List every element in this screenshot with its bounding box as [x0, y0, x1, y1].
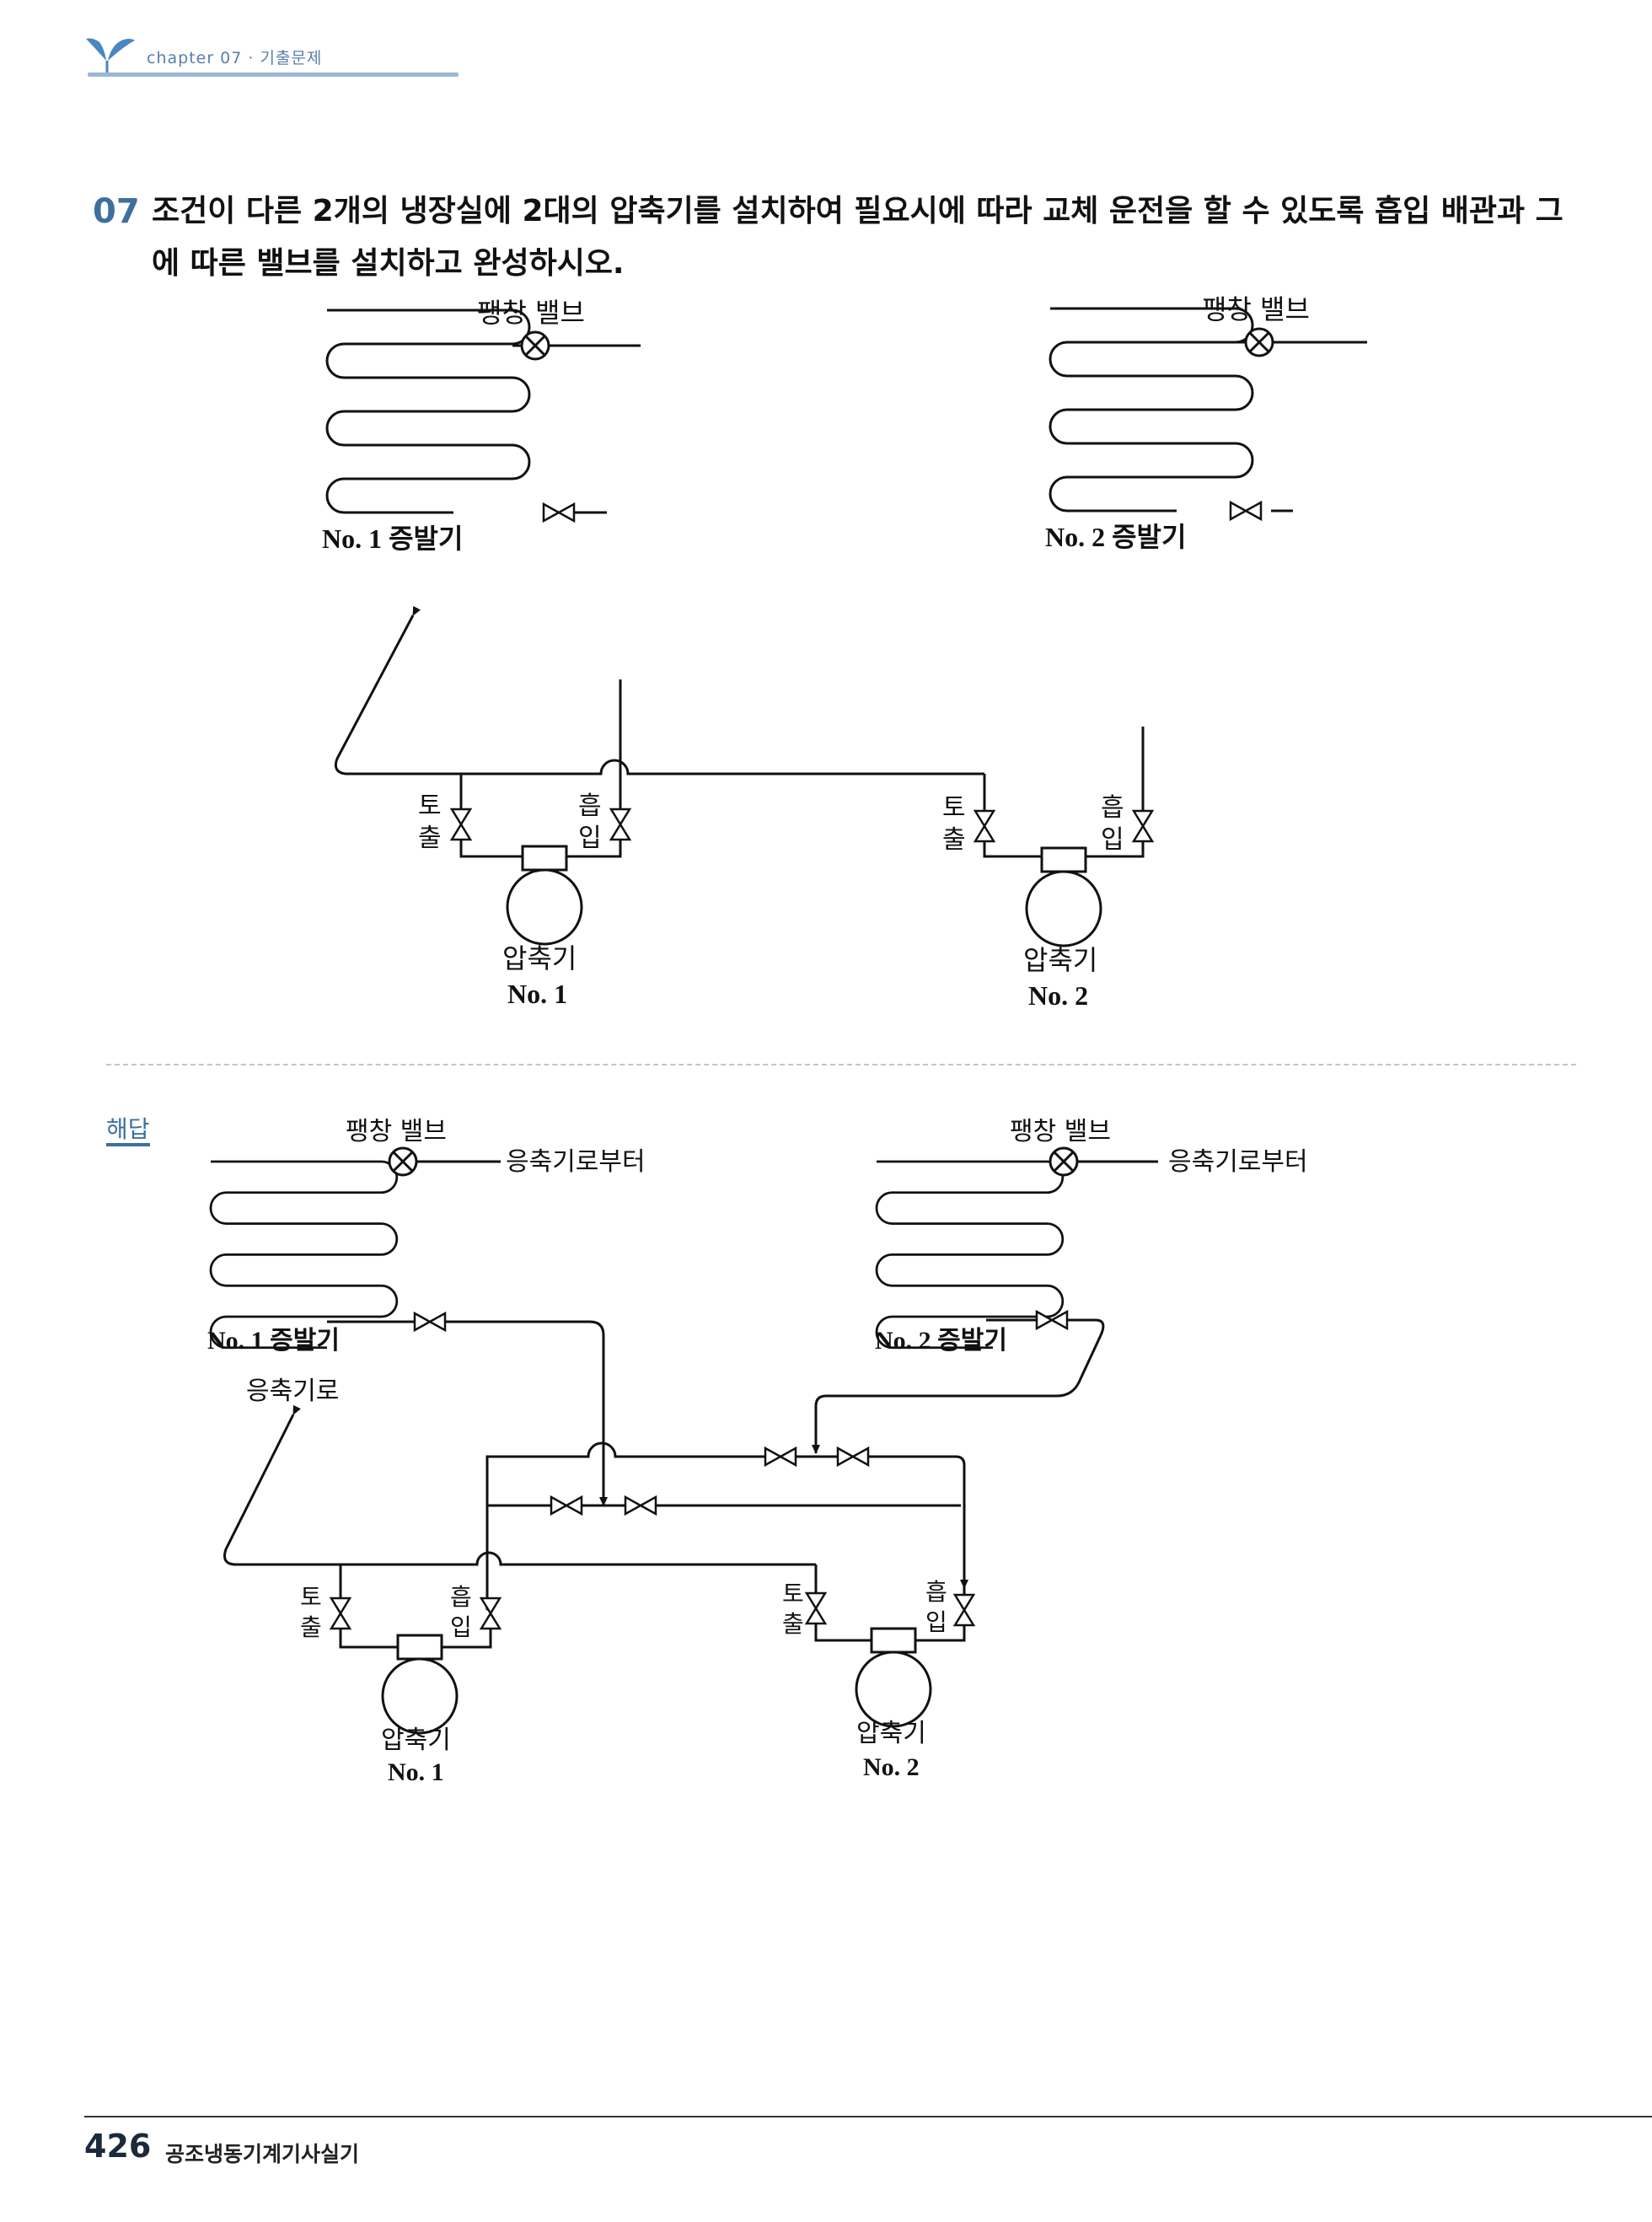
answer-evaporator-1-coil: [209, 1160, 399, 1350]
answer-discharge-1-label-top: 토: [300, 1583, 322, 1611]
evaporator-1-coil: [325, 309, 607, 514]
compressor-1-label: 압축기: [502, 942, 577, 974]
page-number: 426: [84, 2128, 152, 2165]
crossover-valve-c-icon: [550, 1495, 583, 1516]
answer-suction-valve-2-icon: [953, 1593, 975, 1627]
expansion-valve-1-icon: [520, 330, 550, 361]
answer-suction-1-label-bottom: 입: [450, 1613, 472, 1641]
evaporator-2-coil: [1049, 307, 1293, 513]
answer-suction-valve-1-icon: [480, 1597, 502, 1630]
suction-1-label-bottom: 입: [578, 824, 602, 853]
compressor-1-icon: [506, 845, 583, 946]
answer-discharge-valve-2-icon: [805, 1591, 827, 1625]
suction-2-label-top: 흡: [1101, 793, 1124, 823]
answer-compressor-2-icon: [855, 1627, 932, 1728]
discharge-2-label-top: 토: [942, 793, 966, 823]
discharge-1-label-bottom: 출: [418, 824, 442, 853]
answer-suction-2-label-bottom: 입: [925, 1608, 947, 1636]
to-condenser-label: 응축기로: [246, 1377, 339, 1406]
crossover-valve-a-icon: [764, 1446, 797, 1467]
book-title: 공조냉동기계기사실기: [165, 2142, 360, 2166]
question-number: 07: [93, 192, 140, 231]
discharge-1-label-top: 토: [418, 792, 442, 821]
expansion-valve-2-label: 팽창 밸브: [1202, 293, 1310, 325]
answer-expansion-valve-2-icon: [1049, 1146, 1079, 1177]
answer-label: 해답: [106, 1115, 150, 1143]
answer-label-underline: [106, 1143, 150, 1146]
suction-valve-2-icon: [1132, 809, 1154, 843]
evaporator-2-valve-icon: [1229, 501, 1263, 521]
sprout-icon: [86, 38, 135, 72]
evaporator-1-label: No. 1 증발기: [322, 523, 463, 554]
from-condenser-2-label: 응축기로부터: [1168, 1147, 1308, 1177]
crossover-valve-b-icon: [836, 1446, 870, 1467]
compressor-2-number: No. 2: [1028, 980, 1088, 1011]
answer-evaporator-1-valve-icon: [413, 1312, 447, 1332]
answer-discharge-2-label-top: 토: [782, 1580, 804, 1607]
chapter-header-text: chapter 07 · 기출문제: [147, 49, 323, 67]
expansion-valve-2-icon: [1244, 327, 1274, 357]
answer-discharge-1-label-bottom: 출: [300, 1613, 322, 1641]
compressor-2-label: 압축기: [1023, 944, 1097, 976]
answer-discharge-valve-1-icon: [330, 1597, 351, 1630]
evaporator-2-label: No. 2 증발기: [1045, 522, 1186, 552]
answer-compressor-1-label: 압축기: [381, 1726, 451, 1755]
header-rule: [88, 72, 459, 77]
suction-valve-1-icon: [609, 808, 631, 841]
suction-2-label-bottom: 입: [1101, 825, 1124, 855]
question-text: 조건이 다른 2개의 냉장실에 2대의 압축기를 설치하여 필요시에 따라 교체…: [152, 194, 1564, 281]
answer-expansion-valve-2-label: 팽창 밸브: [1010, 1117, 1111, 1146]
answer-evaporator-2-valve-icon: [1035, 1310, 1069, 1330]
answer-diagram: 팽창 밸브 응축기로부터 No. 1 증발기 팽창 밸브 응축기로부터 No. …: [207, 1117, 1308, 1786]
crossover-valve-d-icon: [624, 1495, 657, 1516]
evaporator-1-valve-icon: [542, 502, 576, 523]
from-condenser-1-label: 응축기로부터: [506, 1147, 646, 1177]
answer-compressor-2-label: 압축기: [856, 1719, 926, 1748]
compressor-1-number: No. 1: [507, 979, 567, 1009]
answer-evaporator-2-label: No. 2 증발기: [875, 1327, 1007, 1355]
answer-compressor-2-number: No. 2: [863, 1753, 920, 1781]
answer-compressor-1-icon: [381, 1634, 459, 1735]
answer-suction-2-label-top: 흡: [925, 1578, 947, 1606]
discharge-valve-2-icon: [974, 809, 995, 843]
answer-compressor-1-number: No. 1: [388, 1758, 444, 1786]
answer-expansion-valve-1-label: 팽창 밸브: [346, 1117, 447, 1146]
expansion-valve-1-label: 팽창 밸브: [477, 297, 585, 329]
question-diagram: 팽창 밸브 No. 1 증발기 팽창 밸브 No. 2 증발기 토 출 흡 입 …: [322, 293, 1367, 1011]
answer-expansion-valve-1-icon: [388, 1146, 418, 1177]
discharge-2-label-bottom: 출: [942, 825, 966, 855]
compressor-2-icon: [1025, 846, 1102, 947]
answer-discharge-2-label-bottom: 출: [782, 1610, 804, 1638]
discharge-valve-1-icon: [450, 808, 472, 841]
chapter-header: chapter 07 · 기출문제: [81, 24, 459, 83]
footer-rule: [84, 2116, 1652, 2117]
suction-1-label-top: 흡: [578, 792, 602, 821]
section-divider: [106, 1064, 1576, 1065]
answer-evaporator-1-label: No. 1 증발기: [207, 1327, 340, 1355]
answer-suction-1-label-top: 흡: [450, 1583, 472, 1611]
